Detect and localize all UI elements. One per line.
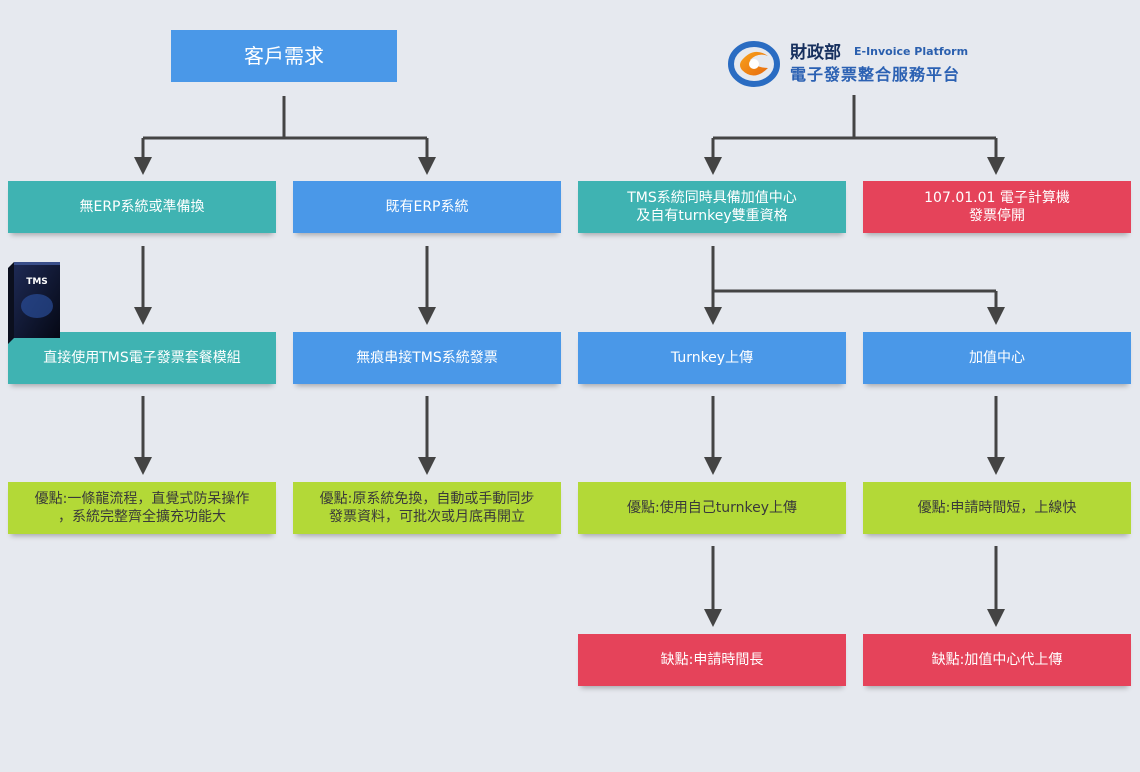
logo-subtitle: 電子發票整合服務平台	[790, 65, 961, 84]
has-erp-label: 既有ERP系統	[385, 199, 469, 215]
logo-ministry-name: 財政部	[790, 43, 841, 63]
customer-needs-box: 客戶需求	[171, 30, 397, 82]
customer-needs-label: 客戶需求	[244, 44, 324, 68]
tms-package-box: 直接使用TMS電子發票套餐模組	[8, 332, 276, 384]
logo-english-name: E-Invoice Platform	[854, 45, 969, 58]
advantage-vac-label: 優點:申請時間短，上線快	[917, 500, 1077, 516]
seamless-integration-box: 無痕串接TMS系統發票	[293, 332, 561, 384]
tms-product-label: TMS	[26, 277, 48, 287]
disadvantage-turnkey-label: 缺點:申請時間長	[660, 652, 764, 668]
dual-qualification-box: TMS系統同時具備加值中心 及自有turnkey雙重資格	[578, 181, 846, 233]
has-erp-box: 既有ERP系統	[293, 181, 561, 233]
advantage-vac-box: 優點:申請時間短，上線快	[863, 482, 1131, 534]
no-erp-box: 無ERP系統或準備換	[8, 181, 276, 233]
disadvantage-vac-label: 缺點:加值中心代上傳	[931, 652, 1063, 668]
calculator-invoice-stop-label: 107.01.01 電子計算機 發票停開	[924, 190, 1070, 224]
turnkey-upload-label: Turnkey上傳	[670, 350, 754, 366]
advantage-turnkey-label: 優點:使用自己turnkey上傳	[627, 500, 797, 516]
seamless-integration-label: 無痕串接TMS系統發票	[356, 350, 498, 366]
value-added-center-label: 加值中心	[969, 350, 1025, 366]
turnkey-upload-box: Turnkey上傳	[578, 332, 846, 384]
advantage-turnkey-box: 優點:使用自己turnkey上傳	[578, 482, 846, 534]
advantage-seamless-box: 優點:原系統免換，自動或手動同步 發票資料，可批次或月底再開立	[293, 482, 561, 534]
no-erp-label: 無ERP系統或準備換	[79, 199, 205, 215]
advantage-seamless-label: 優點:原系統免換，自動或手動同步 發票資料，可批次或月底再開立	[319, 491, 535, 525]
advantage-tms-box: 優點:一條龍流程，直覺式防呆操作 ，系統完整齊全擴充功能大	[8, 482, 276, 534]
value-added-center-box: 加值中心	[863, 332, 1131, 384]
tms-package-label: 直接使用TMS電子發票套餐模組	[43, 350, 241, 366]
calculator-invoice-stop-box: 107.01.01 電子計算機 發票停開	[863, 181, 1131, 233]
disadvantage-vac-box: 缺點:加值中心代上傳	[863, 634, 1131, 686]
disadvantage-turnkey-box: 缺點:申請時間長	[578, 634, 846, 686]
mof-einvoice-logo: 財政部 E-Invoice Platform 電子發票整合服務平台	[728, 36, 998, 92]
tms-product-box-image: TMS	[8, 262, 60, 344]
dual-qualification-label: TMS系統同時具備加值中心 及自有turnkey雙重資格	[627, 190, 797, 224]
advantage-tms-label: 優點:一條龍流程，直覺式防呆操作 ，系統完整齊全擴充功能大	[34, 491, 250, 525]
einvoice-logo-icon	[728, 41, 780, 87]
